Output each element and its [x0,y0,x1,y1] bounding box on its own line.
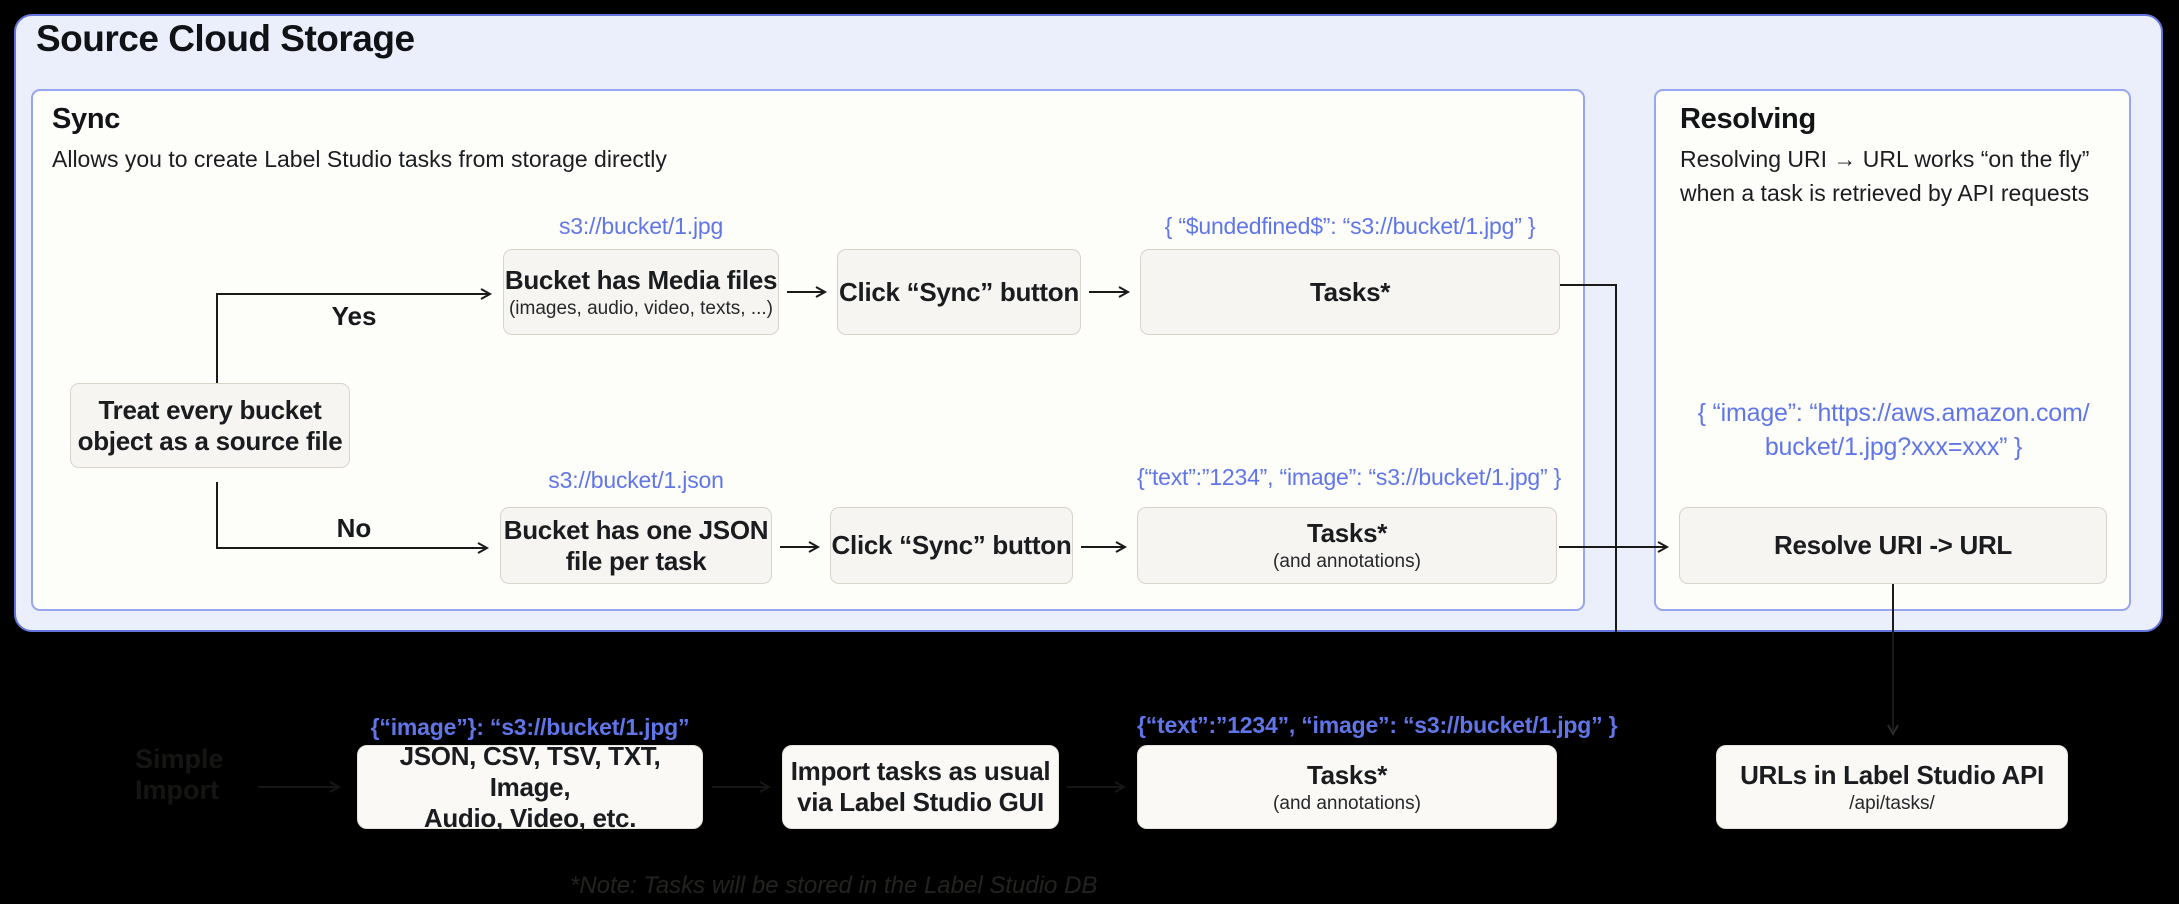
bottom-tasks-caption: (and annotations) [1273,792,1421,814]
tasks-box-2: Tasks* (and annotations) [1137,507,1557,584]
resolve-uri-label: Resolve URI -> URL [1773,530,2013,560]
bucket-json-box: Bucket has one JSON file per task [500,507,772,584]
api-urls-caption: /api/tasks/ [1849,792,1935,814]
branch-yes-label: Yes [331,301,377,331]
formats-box: JSON, CSV, TSV, TXT, Image, Audio, Video… [357,741,703,833]
tasks2-json-annotation: {“text”:”1234”, “image”: “s3://bucket/1.… [1137,464,1562,490]
media-uri-label: s3://bucket/1.jpg [558,213,724,239]
sync-heading: Sync [52,103,121,135]
bucket-media-caption: (images, audio, video, texts, ...) [508,297,773,319]
simple-import-line2: Import [135,775,219,805]
sync-button-box-1: Click “Sync” button [837,249,1081,335]
bucket-media-title: Bucket has Media files [504,264,778,295]
sync-button-label-2: Click “Sync” button [831,530,1072,560]
bucket-media-box: Bucket has Media files (images, audio, v… [503,249,779,335]
resolving-json-line1: { “image”: “https://aws.amazon.com/ [1697,399,2090,427]
json-uri-label: s3://bucket/1.json [548,467,724,493]
connector-yes [216,288,493,383]
import-json-annotation: {“image”}: “s3://bucket/1.jpg” [370,714,690,740]
bottom-tasks-title: Tasks* [1306,759,1388,790]
gui-import-line2: via Label Studio GUI [797,787,1044,817]
connector-no [216,482,490,554]
bottom-tasks-box: Tasks* (and annotations) [1137,745,1557,829]
tasks1-title: Tasks* [1309,276,1391,307]
resolving-heading: Resolving [1680,103,1816,135]
branch-no-label: No [336,513,372,543]
bottom-tasks-json-annotation: {“text”:”1234”, “image”: “s3://bucket/1.… [1137,712,1618,738]
bucket-json-line2: file per task [565,545,707,576]
tasks-box-1: Tasks* [1140,249,1560,335]
decision-box: Treat every bucket object as a source fi… [70,383,350,468]
decision-line2: object as a source file [77,425,343,456]
connector-tasks1-down [1559,284,1617,632]
tasks2-title: Tasks* [1306,518,1388,548]
note-label: *Note: Tasks will be stored in the Label… [570,872,1098,899]
resolving-description: Resolving URI → URL works “on the fly” w… [1680,142,2120,210]
api-urls-box: URLs in Label Studio API /api/tasks/ [1716,745,2068,829]
sync-subtitle: Allows you to create Label Studio tasks … [52,146,667,172]
simple-import-line1: Simple [135,744,224,774]
tasks1-json-annotation: { “$undedfined$”: “s3://bucket/1.jpg” } [1164,213,1536,239]
page-title: Source Cloud Storage [36,18,415,59]
resolving-description-line1: Resolving URI → URL works “on the fly” [1680,146,2090,172]
decision-line1: Treat every bucket [98,394,322,425]
formats-line1: JSON, CSV, TSV, TXT, Image, [399,740,661,802]
tasks2-caption: (and annotations) [1273,551,1421,572]
gui-import-line1: Import tasks as usual [790,756,1051,786]
sync-button-label-1: Click “Sync” button [839,276,1079,307]
sync-button-box-2: Click “Sync” button [830,507,1073,584]
resolving-description-line2: when a task is retrieved by API requests [1680,180,2090,206]
simple-import-label: Simple Import [135,744,224,806]
formats-line2: Audio, Video, etc. [423,802,637,833]
resolving-json-line2: bucket/1.jpg?xxx=xxx” } [1764,433,2023,461]
bucket-json-line1: Bucket has one JSON [503,514,769,545]
api-urls-title: URLs in Label Studio API [1740,759,2044,790]
resolving-json-annotation: { “image”: “https://aws.amazon.com/ buck… [1666,396,2121,464]
resolve-uri-box: Resolve URI -> URL [1679,507,2107,584]
gui-import-box: Import tasks as usual via Label Studio G… [782,745,1059,829]
